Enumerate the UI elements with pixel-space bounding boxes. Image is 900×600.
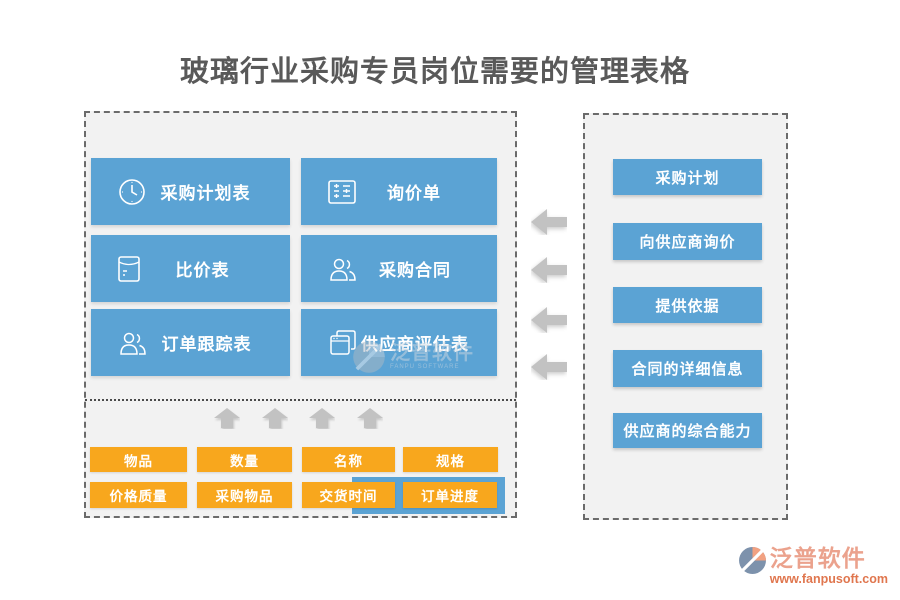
form-box-label: 供应商评估表 (361, 335, 469, 354)
step-box-contract-details: 合同的详细信息 (613, 350, 762, 387)
field-tag-highlighted: 订单进度 (403, 482, 497, 508)
left-arrow-icon (531, 307, 567, 333)
page-title: 玻璃行业采购专员岗位需要的管理表格 (179, 56, 690, 88)
form-box-label: 采购合同 (379, 261, 451, 280)
step-box-supplier-ability: 供应商的综合能力 (613, 413, 762, 448)
envelope-icon (117, 254, 141, 284)
form-box-supplier-eval: 供应商评估表 (301, 309, 497, 376)
windows-icon (327, 328, 359, 358)
fanpu-footer-logo: 泛普软件 www.fanpusoft.com (738, 546, 888, 586)
form-box-order-tracking: 订单跟踪表 (91, 309, 290, 376)
form-box-price-compare: 比价表 (91, 235, 290, 302)
field-tag: 规格 (403, 447, 498, 472)
field-tag: 数量 (197, 447, 292, 472)
form-box-purchase-plan: 采购计划表 (91, 158, 290, 225)
left-arrow-icon (531, 209, 567, 235)
users-icon (327, 256, 359, 282)
field-tag: 价格质量 (90, 482, 187, 508)
footer-brand: 泛普软件 (769, 545, 866, 571)
field-tag: 物品 (90, 447, 187, 472)
users-icon (117, 330, 149, 356)
footer-url: www.fanpusoft.com (769, 572, 888, 586)
step-box-supplier-inquiry: 向供应商询价 (613, 223, 762, 260)
form-box-label: 订单跟踪表 (161, 335, 252, 354)
form-icon (327, 179, 357, 205)
step-box-purchase-plan: 采购计划 (613, 159, 762, 195)
step-box-provide-basis: 提供依据 (613, 287, 762, 323)
up-arrow-icon (214, 408, 240, 429)
form-box-label: 询价单 (387, 184, 441, 203)
up-arrow-icon (262, 408, 288, 429)
up-arrow-icon (357, 408, 383, 429)
field-tag: 交货时间 (302, 482, 395, 508)
fanpu-logo-icon (738, 547, 766, 574)
form-box-inquiry: 询价单 (301, 158, 497, 225)
field-tag: 采购物品 (197, 482, 292, 508)
dotted-divider (85, 399, 516, 401)
field-tag: 名称 (302, 447, 395, 472)
left-arrow-icon (531, 257, 567, 283)
form-box-label: 采购计划表 (160, 184, 251, 203)
form-box-label: 比价表 (175, 261, 230, 280)
clock-icon (117, 177, 147, 207)
form-box-contract: 采购合同 (301, 235, 497, 302)
up-arrow-icon (309, 408, 335, 429)
left-arrow-icon (531, 354, 567, 380)
